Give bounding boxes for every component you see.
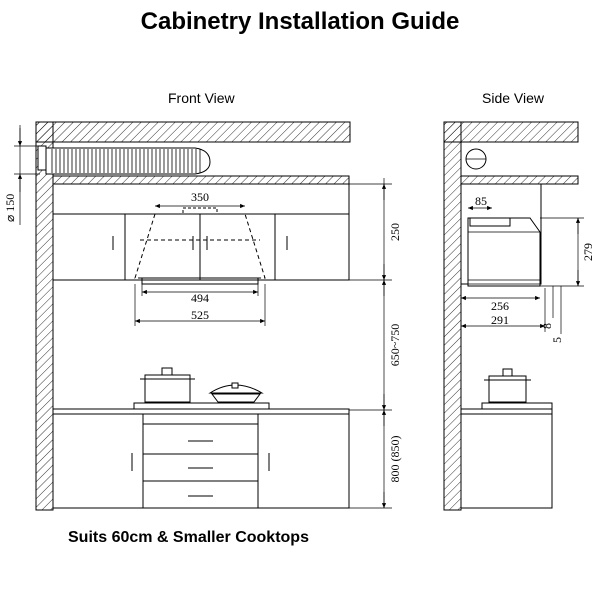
footer-note: Suits 60cm & Smaller Cooktops — [68, 529, 309, 546]
front-base-cabinets — [52, 408, 350, 509]
front-cooktop — [133, 367, 270, 410]
front-ceiling — [35, 121, 351, 143]
dim-side-hood-height: 279 — [581, 243, 595, 261]
dim-side-small-2: 5 — [550, 337, 564, 343]
side-view-label: Side View — [482, 90, 545, 106]
dim-base-height: 800 (850) — [388, 436, 402, 483]
front-view-label: Front View — [168, 90, 235, 106]
dim-upper-cabinet-height: 250 — [388, 223, 402, 241]
side-wall — [443, 121, 462, 511]
dim-side-hood-inner: 256 — [491, 299, 509, 313]
front-view: 350 494 525 ⌀ 150 250 650~750 800 (850) — [3, 121, 402, 511]
dim-duct-diameter: ⌀ 150 — [3, 194, 17, 222]
dim-side-hood-top: 85 — [475, 194, 487, 208]
flexible-duct — [37, 145, 211, 175]
side-view: 85 279 256 291 8 5 — [443, 121, 595, 511]
dim-side-small-1: 8 — [540, 323, 554, 329]
page-title: Cabinetry Installation Guide — [140, 8, 460, 35]
side-rangehood — [467, 217, 541, 287]
dim-hood-top-width: 350 — [191, 190, 209, 204]
side-ceiling — [443, 121, 579, 143]
dim-side-hood-outer: 291 — [491, 313, 509, 327]
side-cooktop — [481, 368, 553, 410]
dim-hood-inner-width: 494 — [191, 291, 209, 305]
dim-clearance: 650~750 — [388, 324, 402, 367]
front-rangehood — [134, 207, 266, 285]
dim-hood-outer-width: 525 — [191, 308, 209, 322]
front-soffit — [52, 175, 350, 185]
side-soffit — [460, 175, 579, 185]
front-left-wall — [35, 121, 54, 511]
